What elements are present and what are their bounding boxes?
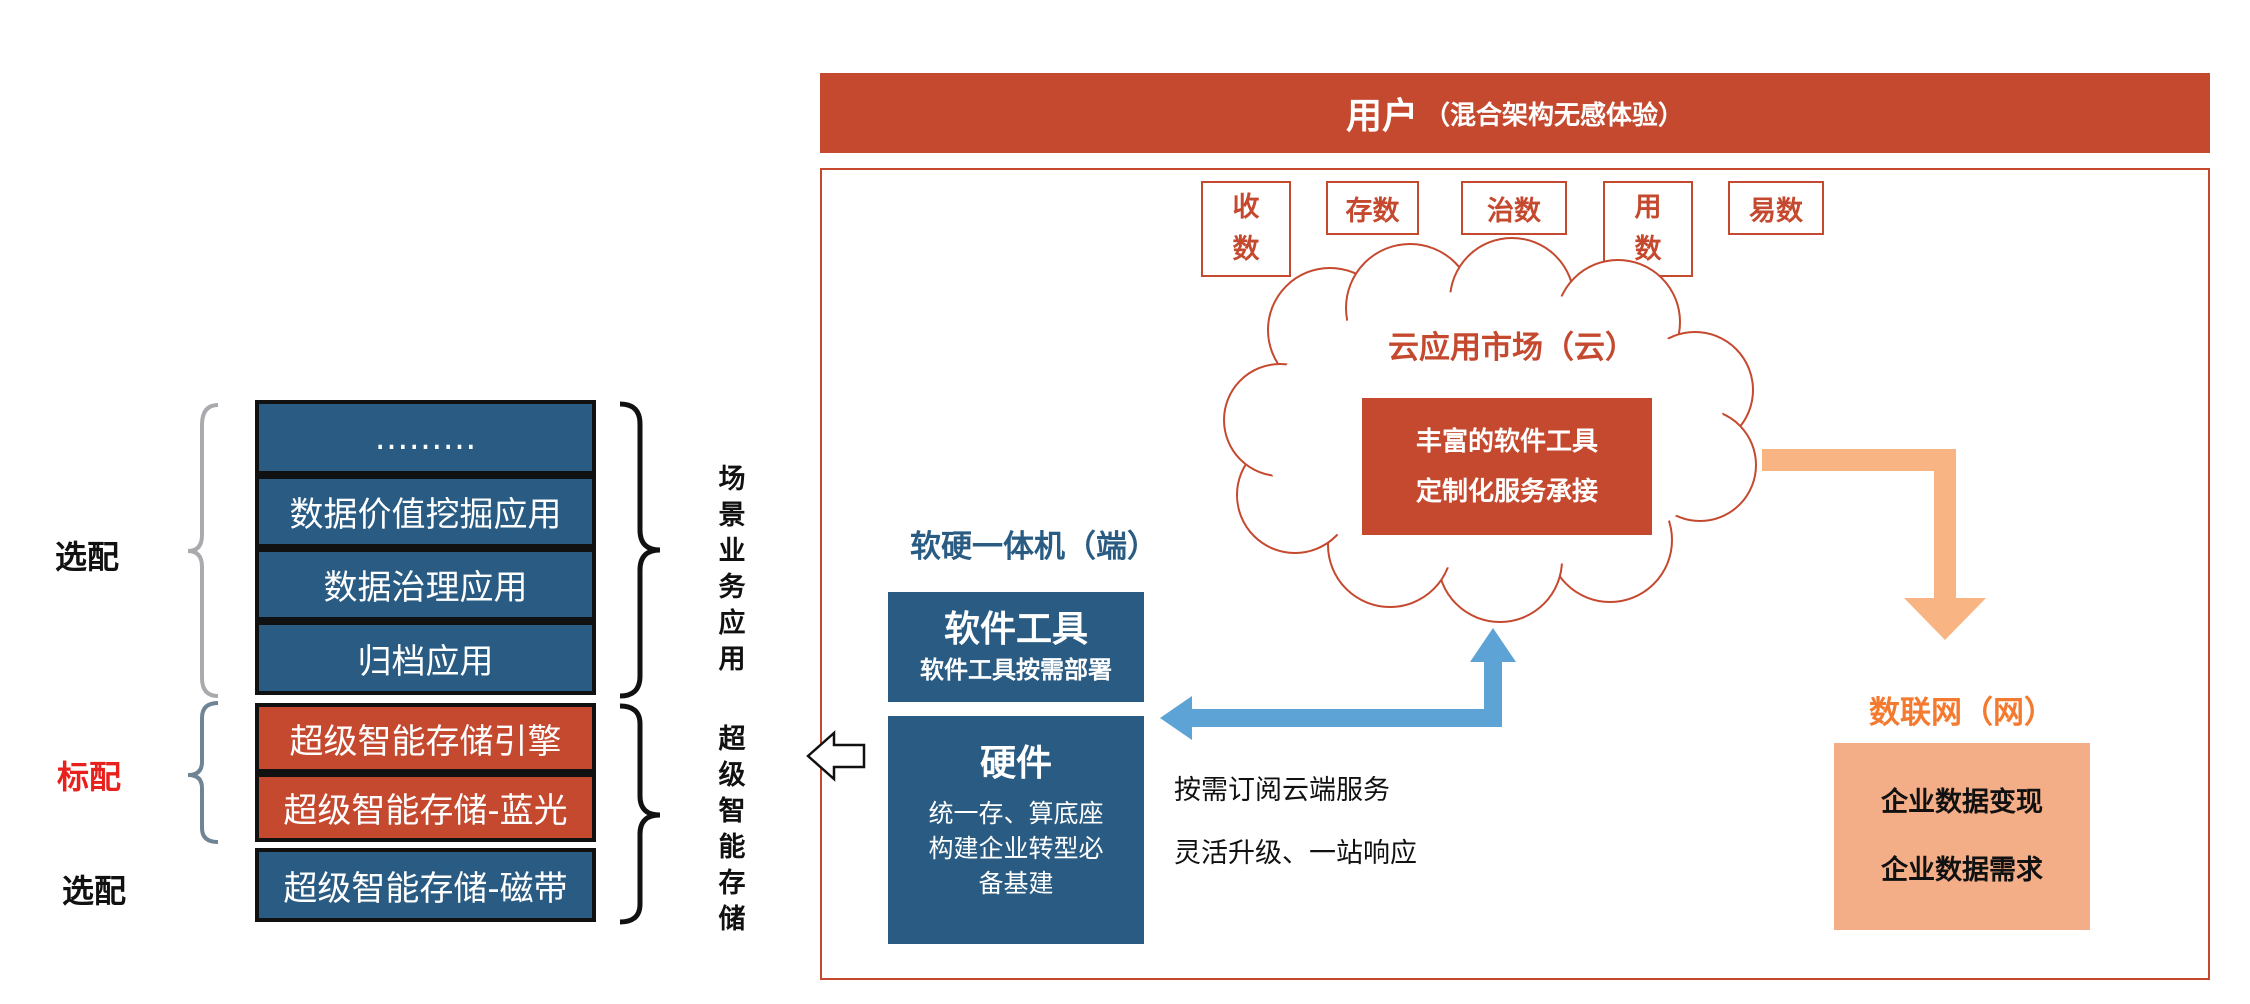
layer-archive: 归档应用 [255,621,596,695]
cloud-feature-line: 丰富的软件工具 [1415,426,1598,457]
brace-label-char: 景 [718,500,746,531]
layer-storage-tape-text: 超级智能存储-磁带 [283,868,568,909]
brace-label-char: 智 [718,796,746,827]
tag-govern-data-text: 治数 [1487,195,1541,227]
tag-char: 数 [1634,234,1662,265]
brace-label-char: 场 [718,464,746,495]
user-bar-subtitle: （混合架构无感体验） [1424,100,1685,131]
brace-label-char: 务 [718,572,746,603]
tag-store-data-text: 存数 [1345,195,1400,227]
data-network-line: 企业数据需求 [1881,854,2043,886]
tag-store-data: 存数 [1326,181,1419,235]
tag-char: 收 [1232,192,1260,223]
brace-label-char: 超 [718,724,746,755]
brace-label-char: 用 [718,644,746,675]
tag-char: 数 [1232,234,1260,265]
data-network-box: 企业数据变现 企业数据需求 [1834,743,2090,930]
cloud-title: 云应用市场（云） [1388,329,1636,366]
hardware-box: 硬件 统一存、算底座 构建企业转型必 备基建 [888,716,1144,944]
layer-archive-text: 归档应用 [357,641,494,682]
brace-label-char: 存 [718,868,746,899]
layer-ellipsis: ……… [255,400,596,475]
bracket-optional-apps [187,403,219,698]
brace-scene-apps [619,401,661,699]
data-network-line: 企业数据变现 [1881,786,2043,818]
layer-storage-tape: 超级智能存储-磁带 [255,848,596,922]
label-optional-top: 选配 [55,538,120,576]
software-tools-subtitle: 软件工具按需部署 [920,656,1112,684]
layer-data-governance: 数据治理应用 [255,548,596,621]
brace-label-char: 能 [718,832,746,863]
hardware-desc-line: 统一存、算底座 [928,799,1104,828]
label-standard: 标配 [57,758,122,796]
note-subscribe: 按需订阅云端服务 [1174,775,1390,806]
tag-trade-data-text: 易数 [1749,195,1803,227]
brace-label-char: 级 [718,760,746,791]
brace-label-char: 储 [718,904,746,935]
architecture-frame [820,168,2210,980]
sync-arrow-shaft [1190,660,1502,727]
brace-label-char: 应 [718,608,746,639]
hardware-desc-line: 备基建 [978,869,1054,898]
brace-label-scene-apps: 场 景 业 务 应 用 [712,462,752,678]
tag-trade-data: 易数 [1728,181,1824,235]
brace-label-char: 业 [718,536,746,567]
layer-storage-bluray-text: 超级智能存储-蓝光 [283,791,568,831]
user-bar-title: 用户 [1345,96,1418,137]
bracket-standard [187,701,219,844]
tag-char: 用 [1634,192,1662,223]
tag-collect-data: 收 数 [1201,181,1291,277]
user-bar: 用户 （混合架构无感体验） [820,73,2210,153]
data-network-title: 数联网（网） [1869,694,2055,731]
layer-storage-engine-text: 超级智能存储引擎 [289,721,562,762]
sync-arrowhead-up [1470,628,1516,662]
layer-storage-bluray: 超级智能存储-蓝光 [255,773,596,842]
network-arrow-shaft [1762,449,1956,600]
layer-data-value-mining: 数据价值挖掘应用 [255,475,596,548]
sync-arrowhead-left [1160,696,1192,740]
label-optional-bottom: 选配 [62,872,127,910]
cloud-feature-line: 定制化服务承接 [1415,476,1598,507]
hardware-title: 硬件 [979,743,1052,784]
layer-ellipsis-text: ……… [374,417,477,458]
brace-label-super-storage: 超 级 智 能 存 储 [712,722,752,938]
layer-data-value-mining-text: 数据价值挖掘应用 [289,495,562,535]
tag-govern-data: 治数 [1461,181,1567,235]
appliance-title: 软硬一体机（端） [910,529,1158,565]
network-arrowhead [1904,598,1986,640]
note-upgrade: 灵活升级、一站响应 [1174,838,1417,869]
brace-super-storage [619,703,661,925]
hardware-desc-line: 构建企业转型必 [928,834,1104,863]
layer-storage-engine: 超级智能存储引擎 [255,703,596,773]
layer-data-governance-text: 数据治理应用 [323,568,528,608]
hollow-left-arrow [806,730,866,782]
software-tools-title: 软件工具 [943,609,1088,650]
cloud-feature-box: 丰富的软件工具 定制化服务承接 [1362,398,1652,535]
software-tools-box: 软件工具 软件工具按需部署 [888,592,1144,702]
